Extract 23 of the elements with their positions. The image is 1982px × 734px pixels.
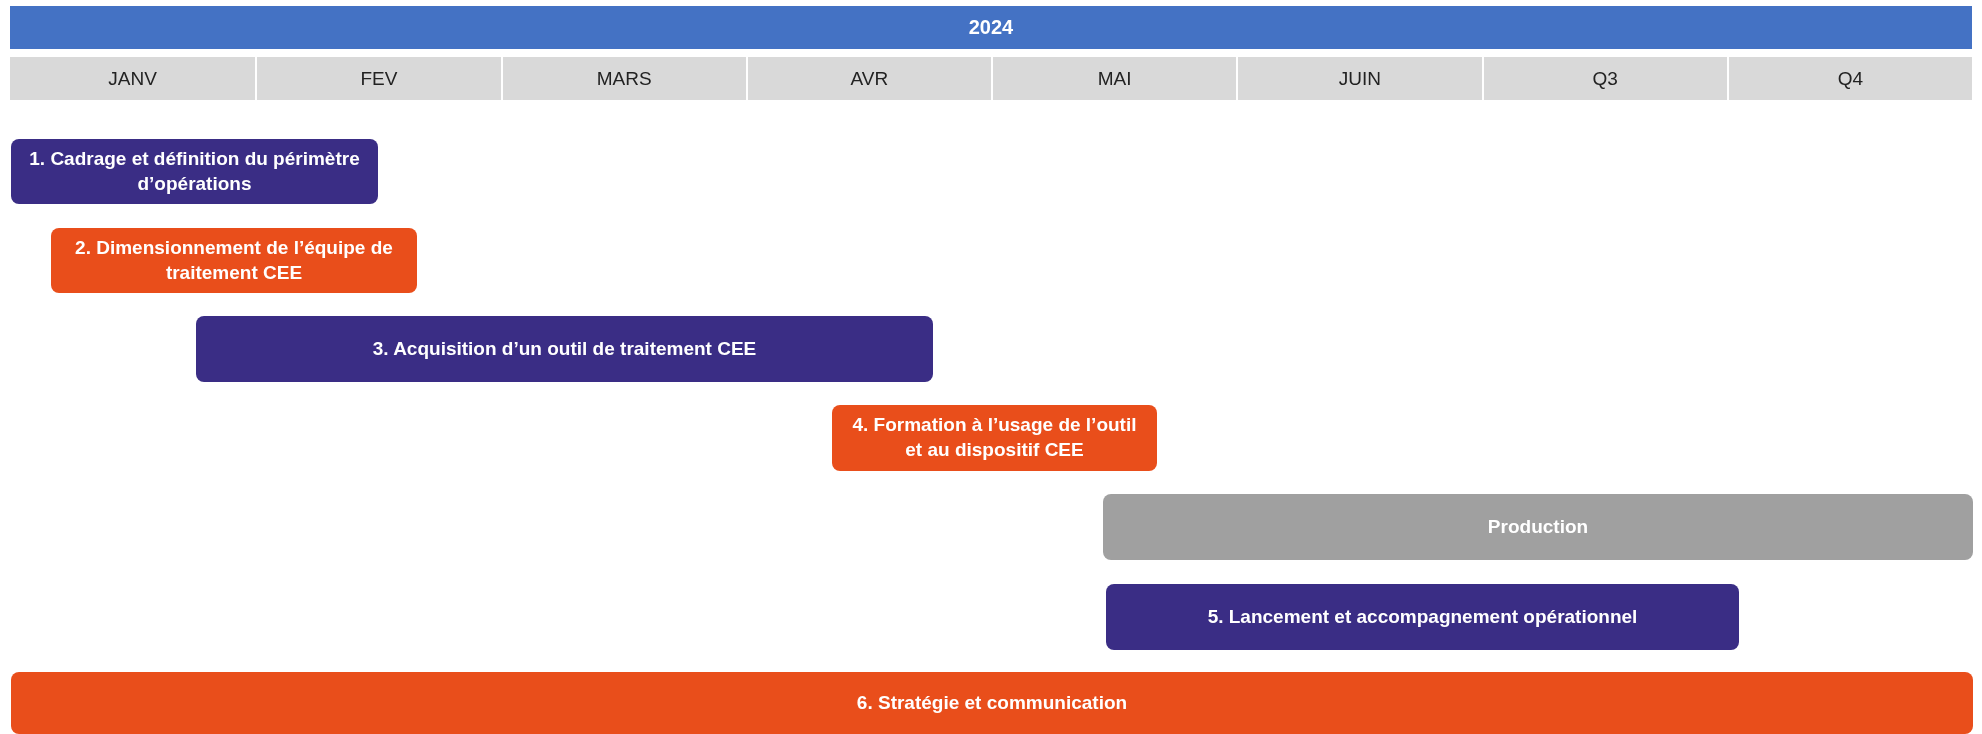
month-header: JUIN [1238, 57, 1482, 100]
task-label: 4. Formation à l’usage de l’outil et au dispositif CEE [851, 413, 1138, 462]
task-bar [1103, 494, 1973, 560]
task-bar [11, 139, 378, 204]
year-header: 2024 [10, 6, 1972, 49]
month-header: FEV [257, 57, 501, 100]
task-bar [196, 316, 933, 382]
month-header: JANV [10, 57, 256, 100]
task-bar [1106, 584, 1739, 650]
task-label: 6. Stratégie et communication [856, 690, 1128, 715]
task-bar [832, 405, 1157, 471]
month-header: MARS [502, 57, 746, 100]
month-header: Q3 [1483, 57, 1727, 100]
month-header: MAI [993, 57, 1237, 100]
month-header: AVR [747, 57, 991, 100]
task-label: 5. Lancement et accompagnement opérationnel [1207, 604, 1638, 629]
month-header: Q4 [1728, 57, 1972, 100]
task-label: 3. Acquisition d’un outil de traitement CEE [372, 336, 757, 361]
task-bar [51, 228, 417, 293]
task-label: 2. Dimensionnement de l’équipe de traitement CEE [74, 235, 394, 285]
task-label: 1. Cadrage et définition du périmètre d’opérations [28, 146, 361, 196]
task-bar [11, 672, 1973, 734]
task-label: Production [1487, 514, 1589, 539]
